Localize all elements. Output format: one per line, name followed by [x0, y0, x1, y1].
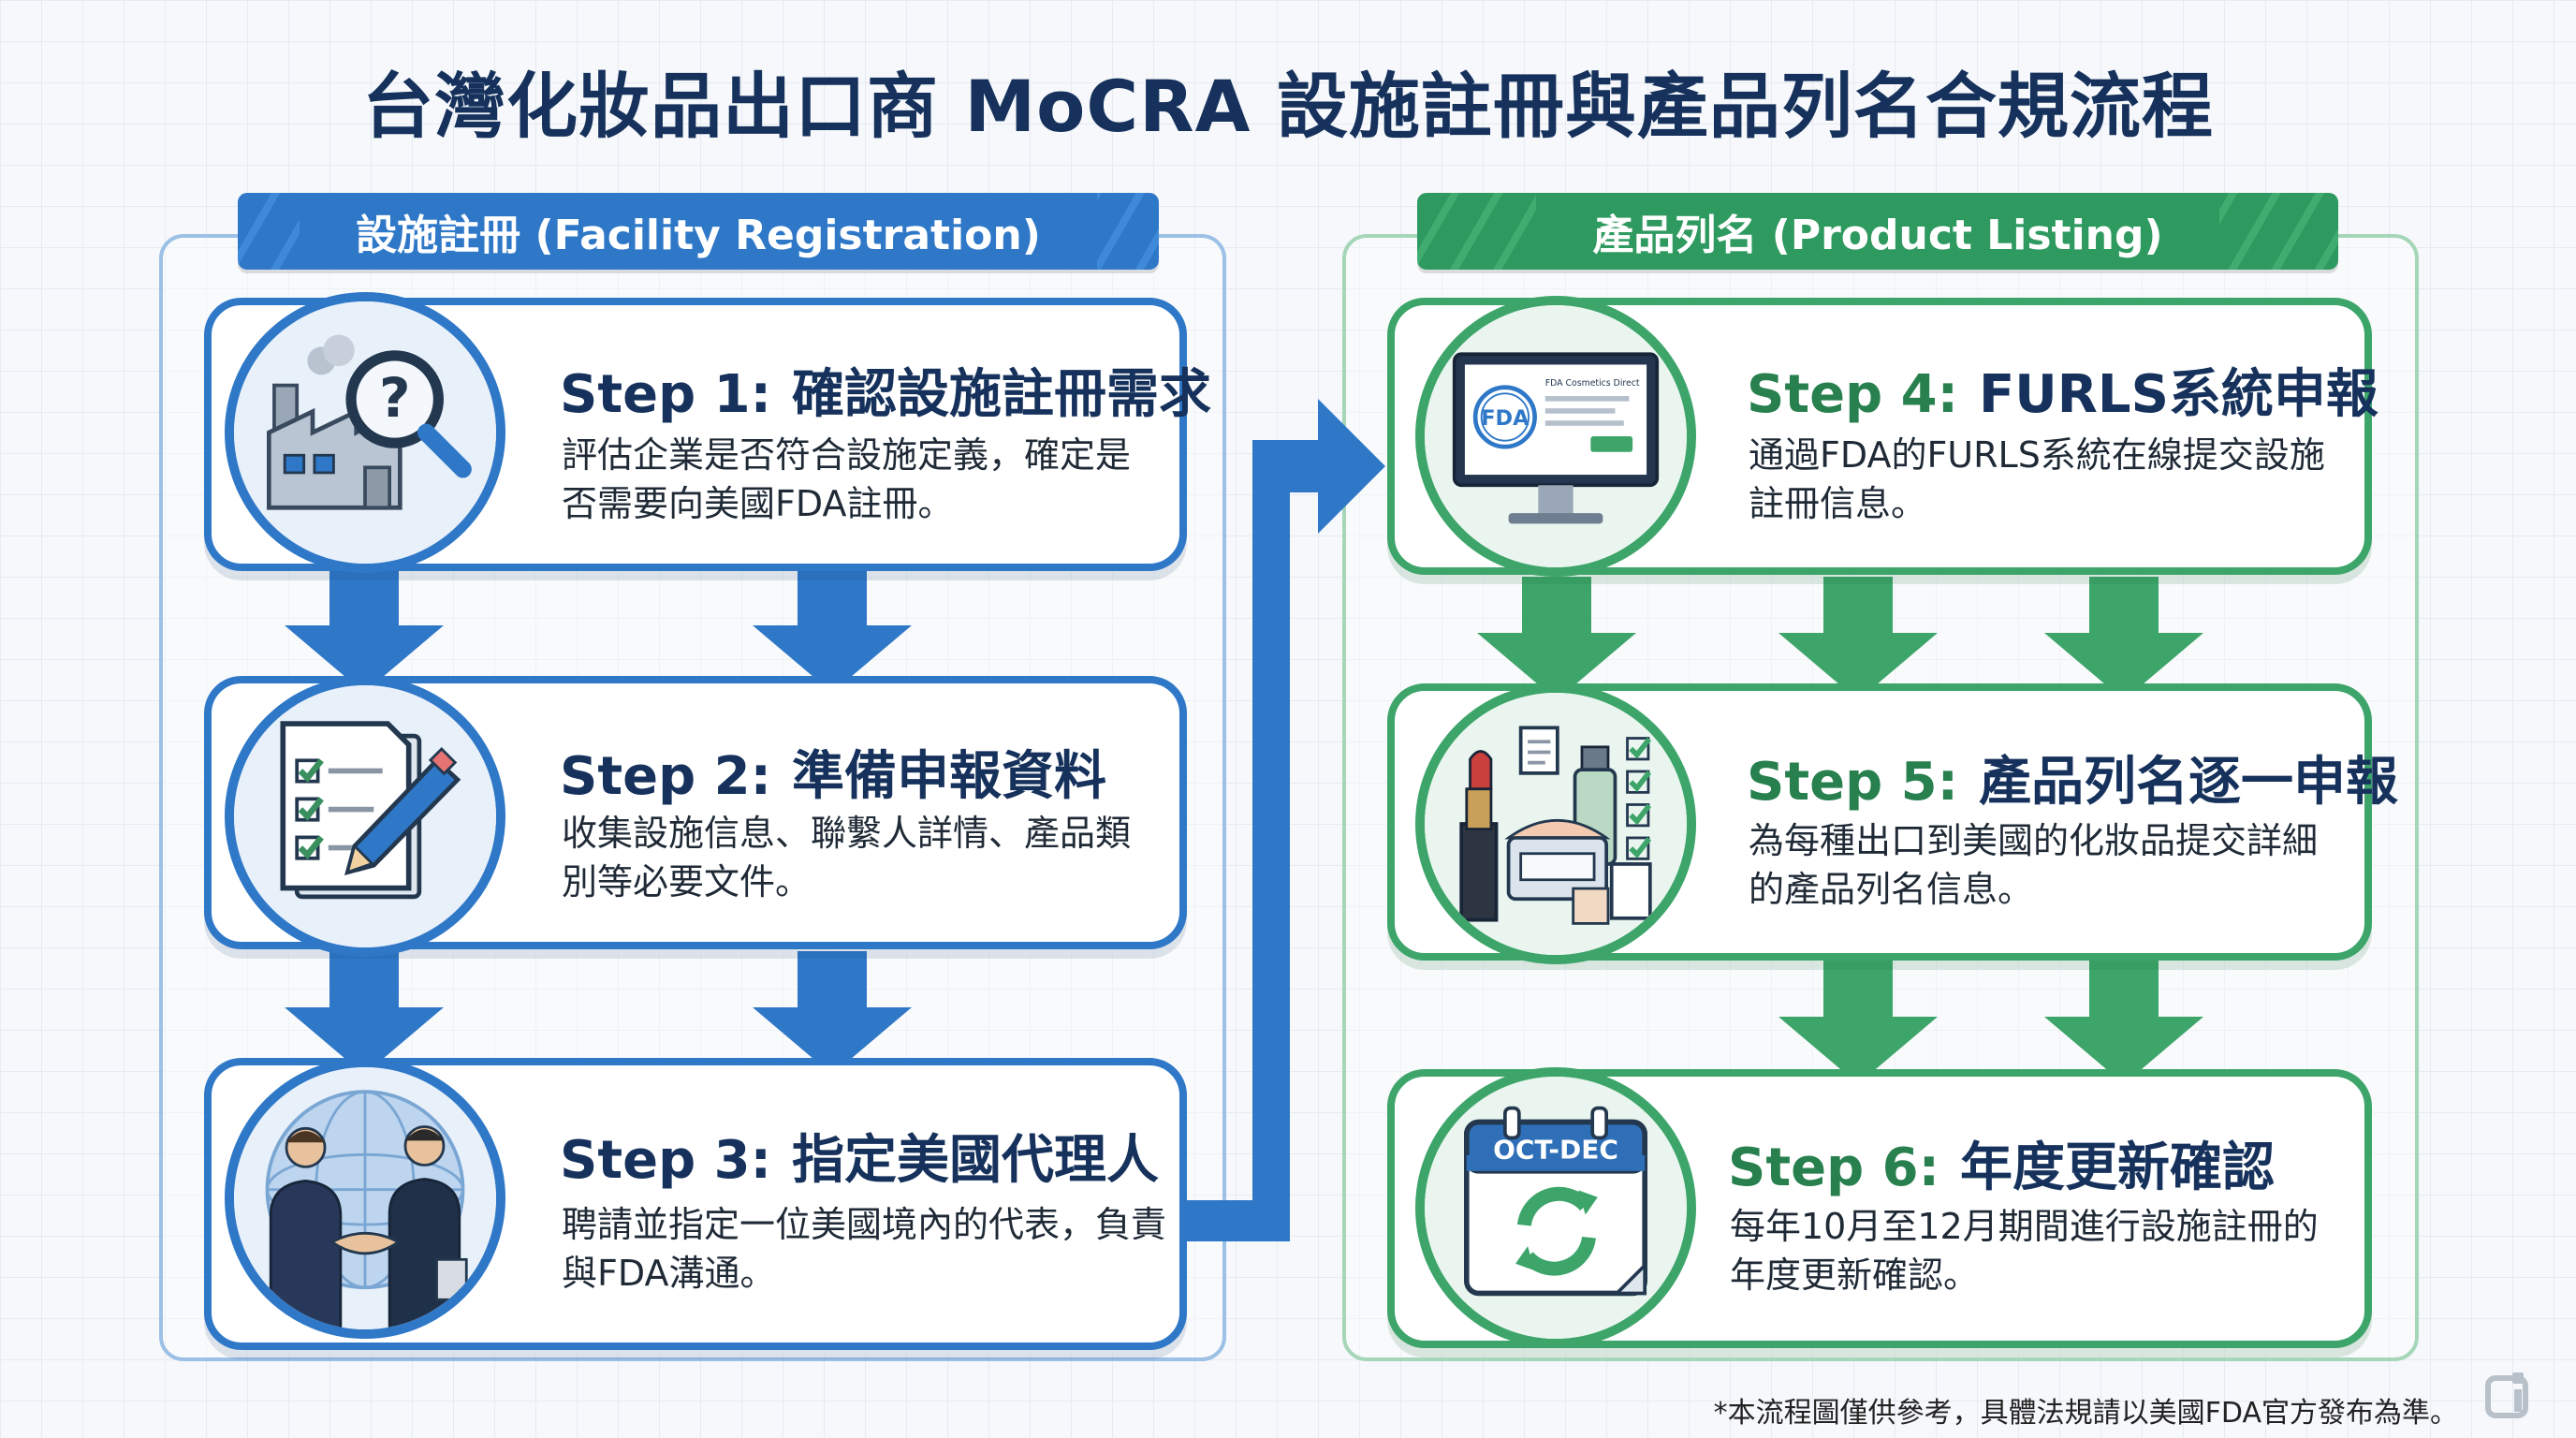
calendar-refresh-icon: OCT-DEC [1415, 1067, 1696, 1348]
step-1-heading: 確認設施註冊需求 [792, 364, 1212, 425]
cosmetics-products-icon [1415, 683, 1696, 964]
svg-text:?: ? [379, 366, 411, 430]
fda-screen-text: FDA Cosmetics Direct [1545, 378, 1640, 389]
facility-registration-banner: 設施註冊 (Facility Registration) [238, 193, 1159, 270]
brand-logo-icon [2485, 1372, 2528, 1418]
checklist-pencil-icon [225, 676, 505, 957]
step-3-number: Step 3: [560, 1130, 772, 1191]
section-label-left: 設施註冊 (Facility Registration) [356, 212, 1041, 259]
step-1-title: Step 1: 確認設施註冊需求 [560, 352, 1211, 428]
step-5-description: 為每種出口到美國的化妝品提交詳細的產品列名信息。 [1749, 820, 2319, 910]
step-2-heading: 準備申報資料 [792, 746, 1107, 807]
step-3-heading: 指定美國代理人 [792, 1130, 1160, 1191]
step-5-card: Step 5: 產品列名逐一申報 為每種出口到美國的化妝品提交詳細的產品列名信息。 [1387, 683, 2398, 961]
step-2-description: 收集設施信息、聯繫人詳情、產品類別等必要文件。 [562, 813, 1132, 902]
step-1-number: Step 1: [560, 364, 772, 425]
step-3-description: 聘請並指定一位美國境內的代表，負責與FDA溝通。 [562, 1204, 1167, 1294]
step-6-heading: 年度更新確認 [1960, 1137, 2276, 1198]
step-6-description: 每年10月至12月期間進行設施註冊的年度更新確認。 [1730, 1206, 2319, 1296]
step-4-heading: FURLS系統申報 [1979, 364, 2378, 425]
step-3-title: Step 3: 指定美國代理人 [560, 1118, 1159, 1194]
footnote: *本流程圖僅供參考，具體法規請以美國FDA官方發布為準。 [1713, 1397, 2458, 1430]
product-listing-banner: 產品列名 (Product Listing) [1417, 193, 2338, 270]
step-2-title: Step 2: 準備申報資料 [560, 734, 1106, 810]
handshake-globe-icon [225, 1058, 505, 1339]
step-4-title: Step 4: FURLS系統申報 [1747, 352, 2378, 428]
step-6-title: Step 6: 年度更新確認 [1728, 1125, 2275, 1201]
page-title: 台灣化妝品出口商 MoCRA 設施註冊與產品列名合規流程 [362, 65, 2214, 148]
step-4-description: 通過FDA的FURLS系統在線提交設施註冊信息。 [1749, 434, 2325, 524]
calendar-label: OCT-DEC [1493, 1135, 1618, 1166]
step-5-number: Step 5: [1747, 752, 1959, 813]
fda-badge-text: FDA [1481, 406, 1530, 431]
step-1-description: 評估企業是否符合設施定義，確定是否需要向美國FDA註冊。 [562, 434, 1132, 524]
step-5-heading: 產品列名逐一申報 [1979, 752, 2399, 813]
step-6-number: Step 6: [1728, 1137, 1940, 1198]
factory-magnifier-icon: ? [225, 292, 505, 573]
step-2-number: Step 2: [560, 746, 772, 807]
step-5-title: Step 5: 產品列名逐一申報 [1747, 740, 2398, 815]
step-4-number: Step 4: [1747, 364, 1959, 425]
section-label-right: 產品列名 (Product Listing) [1592, 212, 2163, 259]
computer-monitor-icon: FDA FDA Cosmetics Direct [1415, 296, 1696, 577]
